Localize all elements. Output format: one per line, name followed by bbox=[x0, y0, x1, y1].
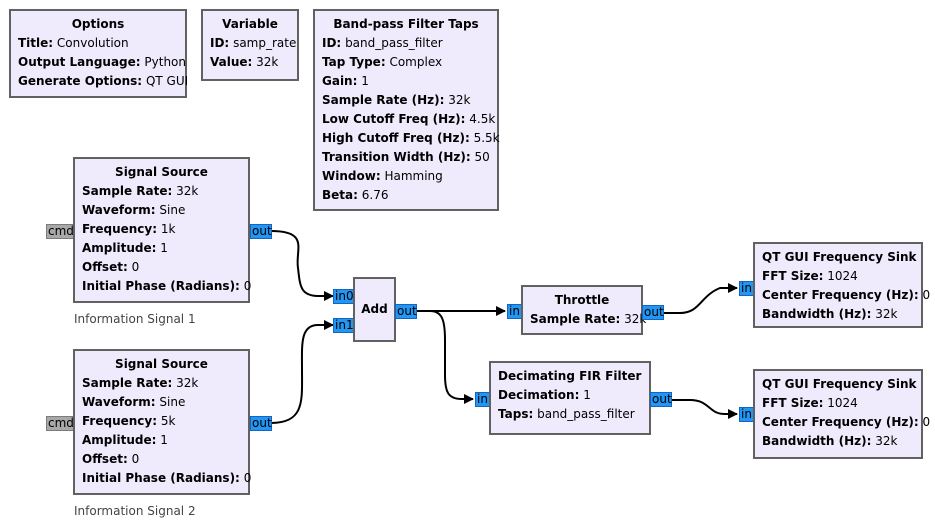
param-taps: Taps: band_pass_filter bbox=[498, 407, 635, 421]
param-sample-rate: Sample Rate: 32k bbox=[82, 376, 199, 390]
bandpass-filter-taps-block[interactable]: Band-pass Filter Taps ID: band_pass_filt… bbox=[313, 9, 500, 211]
param-tap-type: Tap Type: Complex bbox=[322, 55, 443, 69]
param-generate-options: Generate Options: QT GUI bbox=[18, 74, 189, 88]
param-center-frequency: Center Frequency (Hz): 0 bbox=[762, 415, 931, 429]
add-in1-port[interactable]: in1 bbox=[333, 318, 354, 333]
param-beta: Beta: 6.76 bbox=[322, 188, 389, 202]
param-fft-size: FFT Size: 1024 bbox=[762, 396, 858, 410]
sink2-in-port[interactable]: in bbox=[739, 407, 754, 422]
options-block[interactable]: Options Title: Convolution Output Langua… bbox=[9, 9, 189, 98]
qt-gui-frequency-sink-2-block[interactable]: QT GUI Frequency Sink FFT Size: 1024 Cen… bbox=[753, 369, 931, 459]
decimating-fir-filter-block[interactable]: Decimating FIR Filter Decimation: 1 Taps… bbox=[489, 361, 651, 435]
param-decimation: Decimation: 1 bbox=[498, 388, 591, 402]
fir-in-port[interactable]: in bbox=[475, 392, 490, 407]
block-title: Throttle bbox=[554, 293, 610, 307]
param-id: ID: band_pass_filter bbox=[322, 36, 443, 50]
signal-source-1-block[interactable]: Signal Source Sample Rate: 32k Waveform:… bbox=[73, 157, 252, 303]
wire-fir-to-sink2[interactable] bbox=[671, 399, 738, 419]
wire-sig2-to-add-in1[interactable] bbox=[270, 320, 334, 424]
sig1-comment: Information Signal 1 bbox=[74, 312, 196, 326]
throttle-block[interactable]: Throttle Sample Rate: 32k bbox=[521, 285, 647, 335]
block-title: Variable bbox=[222, 17, 278, 31]
sig2-cmd-port[interactable]: cmd bbox=[46, 416, 74, 431]
block-title: Add bbox=[361, 302, 388, 316]
add-out-port[interactable]: out bbox=[395, 304, 417, 319]
param-high-cutoff: High Cutoff Freq (Hz): 5.5k bbox=[322, 131, 500, 145]
qt-gui-frequency-sink-1-block[interactable]: QT GUI Frequency Sink FFT Size: 1024 Cen… bbox=[753, 242, 931, 328]
param-value: Value: 32k bbox=[210, 55, 279, 69]
variable-block[interactable]: Variable ID: samp_rate Value: 32k bbox=[201, 9, 299, 81]
block-title: Band-pass Filter Taps bbox=[333, 17, 479, 31]
block-title: QT GUI Frequency Sink bbox=[762, 377, 917, 391]
param-offset: Offset: 0 bbox=[82, 260, 140, 274]
param-window: Window: Hamming bbox=[322, 169, 443, 183]
block-title: QT GUI Frequency Sink bbox=[762, 250, 917, 264]
param-sample-rate: Sample Rate: 32k bbox=[530, 312, 647, 326]
param-sample-rate: Sample Rate (Hz): 32k bbox=[322, 93, 471, 107]
param-initial-phase: Initial Phase (Radians): 0 bbox=[82, 279, 252, 293]
param-frequency: Frequency: 5k bbox=[82, 414, 176, 428]
block-title: Options bbox=[71, 17, 125, 31]
fir-out-port[interactable]: out bbox=[650, 392, 672, 407]
param-low-cutoff: Low Cutoff Freq (Hz): 4.5k bbox=[322, 112, 496, 126]
wire-throttle-to-sink1[interactable] bbox=[663, 283, 738, 314]
param-transition-width: Transition Width (Hz): 50 bbox=[322, 150, 490, 164]
param-bandwidth: Bandwidth (Hz): 32k bbox=[762, 307, 898, 321]
sig1-cmd-port[interactable]: cmd bbox=[46, 224, 74, 239]
param-initial-phase: Initial Phase (Radians): 0 bbox=[82, 471, 252, 485]
block-title: Signal Source bbox=[115, 357, 208, 371]
add-block[interactable]: Add bbox=[353, 277, 396, 342]
param-frequency: Frequency: 1k bbox=[82, 222, 176, 236]
add-in0-port[interactable]: in0 bbox=[333, 289, 354, 304]
param-amplitude: Amplitude: 1 bbox=[82, 433, 168, 447]
param-offset: Offset: 0 bbox=[82, 452, 140, 466]
param-title: Title: Convolution bbox=[18, 36, 129, 50]
param-id: ID: samp_rate bbox=[210, 36, 297, 50]
param-waveform: Waveform: Sine bbox=[82, 203, 186, 217]
param-amplitude: Amplitude: 1 bbox=[82, 241, 168, 255]
param-waveform: Waveform: Sine bbox=[82, 395, 186, 409]
param-gain: Gain: 1 bbox=[322, 74, 369, 88]
throttle-out-port[interactable]: out bbox=[642, 305, 664, 320]
signal-source-2-block[interactable]: Signal Source Sample Rate: 32k Waveform:… bbox=[73, 349, 252, 495]
sig2-comment: Information Signal 2 bbox=[74, 504, 196, 518]
sig2-out-port[interactable]: out bbox=[250, 416, 272, 431]
param-bandwidth: Bandwidth (Hz): 32k bbox=[762, 434, 898, 448]
param-fft-size: FFT Size: 1024 bbox=[762, 269, 858, 283]
param-center-frequency: Center Frequency (Hz): 0 bbox=[762, 288, 931, 302]
block-title: Signal Source bbox=[115, 165, 208, 179]
param-output-language: Output Language: Python bbox=[18, 55, 187, 69]
wire-sig1-to-add-in0[interactable] bbox=[270, 230, 334, 301]
throttle-in-port[interactable]: in bbox=[507, 304, 522, 319]
wire-add-to-fir[interactable] bbox=[429, 310, 474, 404]
param-sample-rate: Sample Rate: 32k bbox=[82, 184, 199, 198]
sink1-in-port[interactable]: in bbox=[739, 281, 754, 296]
block-title: Decimating FIR Filter bbox=[498, 369, 642, 383]
sig1-out-port[interactable]: out bbox=[250, 224, 272, 239]
